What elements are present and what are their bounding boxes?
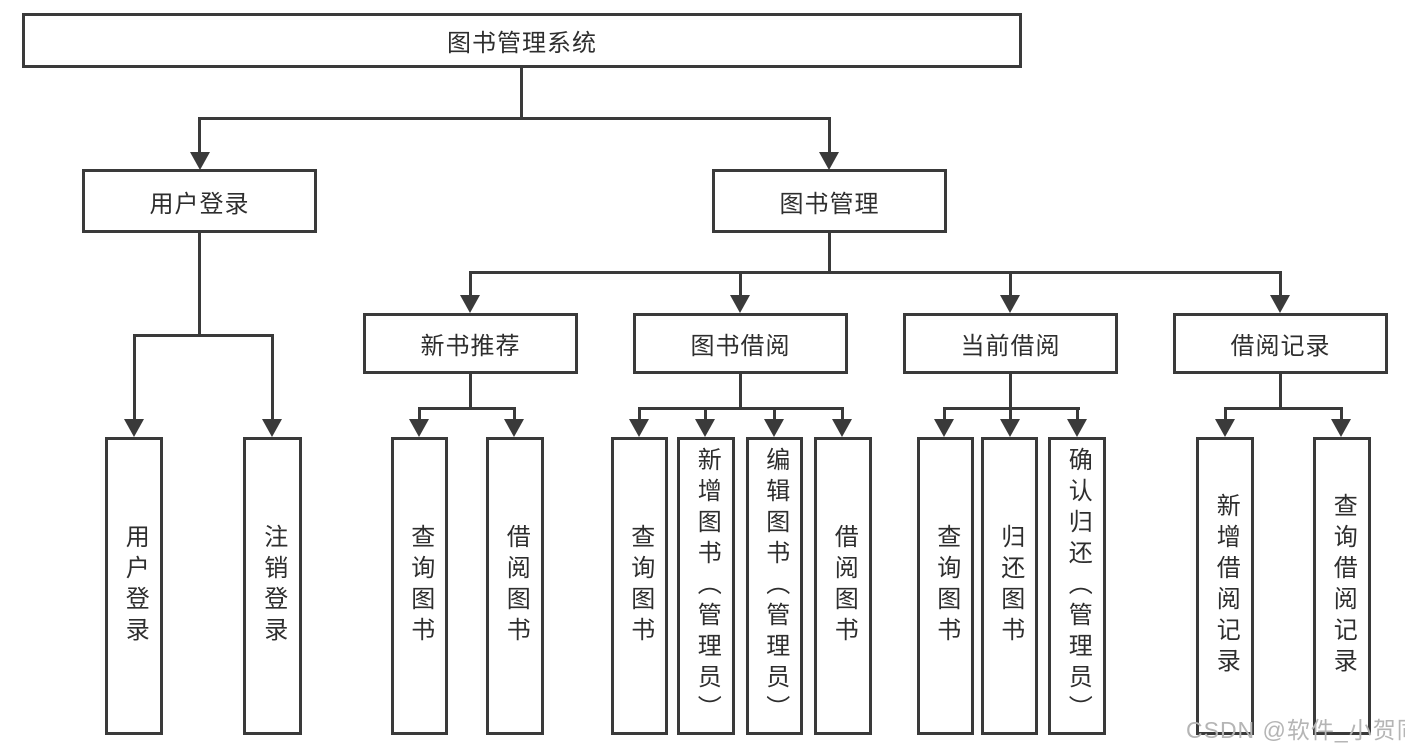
arrow-down-icon — [1000, 419, 1020, 437]
connector-bookmgmt-drop-2 — [739, 271, 742, 297]
node-borrowing-records: 借阅记录 — [1173, 313, 1388, 374]
leaf-user-login: 用户登录 — [105, 437, 163, 735]
connector-borrowing-drop-1 — [638, 407, 641, 421]
node-current-borrowing-label: 当前借阅 — [960, 333, 1061, 360]
node-user-login-label: 用户登录 — [149, 190, 250, 218]
arrow-down-icon — [262, 419, 282, 437]
connector-root-right-drop — [828, 117, 831, 155]
connector-records-crossbar — [1224, 407, 1343, 410]
connector-root-left-drop — [198, 117, 201, 155]
connector-recommend-drop-1 — [418, 407, 421, 421]
connector-bookmgmt-stem — [828, 233, 831, 274]
leaf-query-borrow-record-label: 查询借阅记录 — [1329, 493, 1357, 679]
connector-borrowing-crossbar — [638, 407, 844, 410]
node-book-borrowing-label: 图书借阅 — [690, 333, 791, 360]
node-user-login: 用户登录 — [82, 169, 317, 233]
arrow-down-icon — [934, 419, 954, 437]
arrow-down-icon — [695, 419, 715, 437]
leaf-borrow-books: 借阅图书 — [814, 437, 872, 735]
connector-bookmgmt-crossbar — [469, 271, 1282, 274]
arrow-down-icon — [504, 419, 524, 437]
leaf-borrow-books-recommend-label: 借阅图书 — [502, 524, 530, 648]
leaf-query-books-borrowing: 查询图书 — [611, 437, 668, 735]
leaf-return-books: 归还图书 — [981, 437, 1038, 735]
connector-userlogin-drop-1 — [133, 334, 136, 420]
connector-current-drop-3 — [1076, 407, 1079, 421]
leaf-return-books-label: 归还图书 — [996, 524, 1024, 648]
connector-root-stem — [520, 68, 523, 120]
node-root-label: 图书管理系统 — [447, 30, 597, 57]
arrow-down-icon — [819, 152, 839, 170]
arrow-down-icon — [1331, 419, 1351, 437]
leaf-user-login-label: 用户登录 — [121, 524, 149, 648]
arrow-down-icon — [764, 419, 784, 437]
connector-borrowing-drop-2 — [704, 407, 707, 421]
leaf-add-borrow-record: 新增借阅记录 — [1196, 437, 1254, 735]
connector-borrowing-drop-4 — [841, 407, 844, 421]
leaf-logout-label: 注销登录 — [259, 524, 287, 648]
connector-current-drop-2 — [1009, 407, 1012, 421]
arrow-down-icon — [409, 419, 429, 437]
connector-current-stem — [1009, 374, 1012, 410]
leaf-confirm-return-admin: 确认归还（管理员） — [1048, 437, 1106, 735]
connector-bookmgmt-drop-3 — [1009, 271, 1012, 297]
leaf-add-borrow-record-label: 新增借阅记录 — [1212, 493, 1240, 679]
leaf-borrow-books-label: 借阅图书 — [830, 524, 858, 648]
arrow-down-icon — [190, 152, 210, 170]
leaf-add-books-admin-label: 新增图书（管理员） — [693, 446, 721, 726]
arrow-down-icon — [460, 295, 480, 313]
connector-bookmgmt-drop-1 — [469, 271, 472, 297]
node-book-borrowing: 图书借阅 — [633, 313, 848, 374]
arrow-down-icon — [730, 295, 750, 313]
arrow-down-icon — [1215, 419, 1235, 437]
connector-borrowing-stem — [739, 374, 742, 410]
connector-recommend-crossbar — [418, 407, 516, 410]
leaf-logout: 注销登录 — [243, 437, 302, 735]
leaf-query-books-recommend: 查询图书 — [391, 437, 448, 735]
connector-records-drop-2 — [1340, 407, 1343, 421]
connector-root-crossbar — [198, 117, 831, 120]
arrow-down-icon — [629, 419, 649, 437]
connector-userlogin-crossbar — [133, 334, 274, 337]
node-book-management: 图书管理 — [712, 169, 947, 233]
leaf-query-books-current: 查询图书 — [917, 437, 974, 735]
arrow-down-icon — [1000, 295, 1020, 313]
leaf-borrow-books-recommend: 借阅图书 — [486, 437, 544, 735]
arrow-down-icon — [1270, 295, 1290, 313]
connector-records-stem — [1279, 374, 1282, 410]
connector-userlogin-drop-2 — [271, 334, 274, 420]
connector-userlogin-stem — [198, 233, 201, 337]
arrow-down-icon — [832, 419, 852, 437]
node-current-borrowing: 当前借阅 — [903, 313, 1118, 374]
connector-current-drop-1 — [943, 407, 946, 421]
leaf-query-books-recommend-label: 查询图书 — [406, 524, 434, 648]
leaf-confirm-return-admin-label: 确认归还（管理员） — [1064, 446, 1092, 726]
node-root: 图书管理系统 — [22, 13, 1022, 68]
node-book-management-label: 图书管理 — [779, 190, 880, 218]
node-borrowing-records-label: 借阅记录 — [1230, 333, 1331, 360]
arrow-down-icon — [124, 419, 144, 437]
csdn-watermark: CSDN @软件_小贺同学 — [1186, 717, 1405, 743]
leaf-add-books-admin: 新增图书（管理员） — [677, 437, 735, 735]
connector-borrowing-drop-3 — [773, 407, 776, 421]
connector-records-drop-1 — [1224, 407, 1227, 421]
connector-recommend-stem — [469, 374, 472, 410]
leaf-query-borrow-record: 查询借阅记录 — [1313, 437, 1371, 735]
leaf-edit-books-admin: 编辑图书（管理员） — [746, 437, 803, 735]
arrow-down-icon — [1067, 419, 1087, 437]
node-new-book-recommend-label: 新书推荐 — [420, 333, 521, 360]
connector-bookmgmt-drop-4 — [1279, 271, 1282, 297]
node-new-book-recommend: 新书推荐 — [363, 313, 578, 374]
connector-recommend-drop-2 — [513, 407, 516, 421]
leaf-edit-books-admin-label: 编辑图书（管理员） — [761, 446, 789, 726]
leaf-query-books-current-label: 查询图书 — [932, 524, 960, 648]
leaf-query-books-borrowing-label: 查询图书 — [626, 524, 654, 648]
